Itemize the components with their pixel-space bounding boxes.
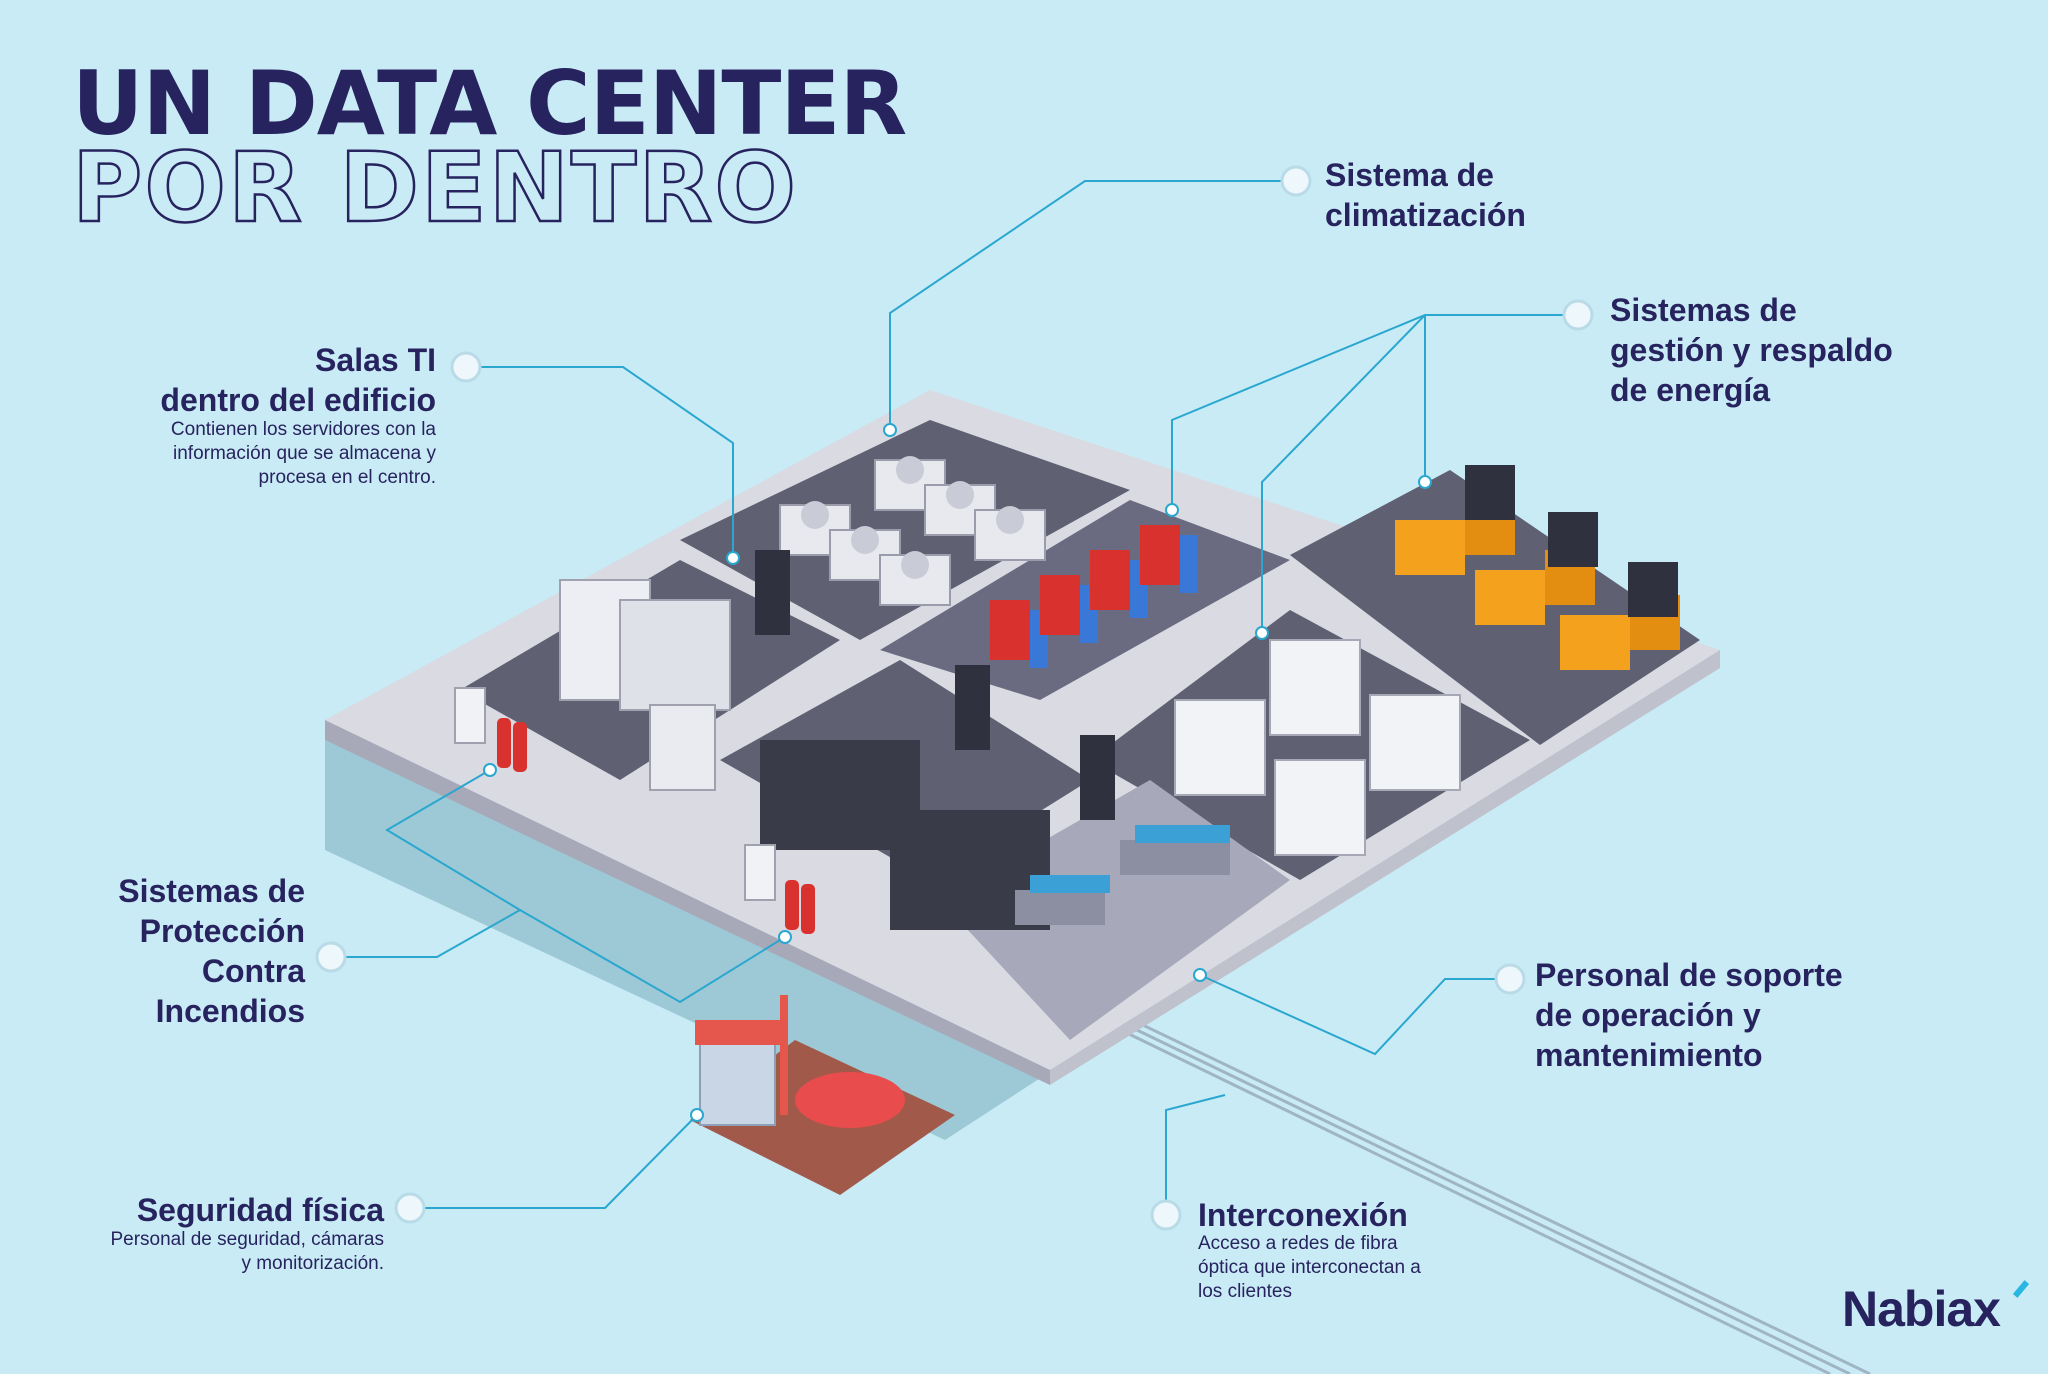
- label-line: Incendios: [155, 993, 305, 1029]
- red-car: [795, 1072, 905, 1128]
- label-line: Personal de soporte: [1535, 957, 1843, 993]
- building-wall-left: [325, 720, 1050, 1085]
- generators: [1395, 465, 1680, 670]
- label-line: Protección: [139, 913, 305, 949]
- desc-line: procesa en el centro.: [258, 467, 436, 488]
- label-line: mantenimiento: [1535, 1037, 1763, 1073]
- leader-lines: [331, 180, 1578, 1215]
- desc-line: óptica que interconectan a: [1198, 1257, 1421, 1278]
- label-personal: Personal de soporte de operación y mante…: [1535, 955, 1843, 1075]
- label-salas: Salas TI dentro del edificio: [160, 340, 436, 420]
- security-booth: [699, 1039, 776, 1126]
- page-title-line2: POR DENTRO: [71, 132, 798, 244]
- desc-line: Contienen los servidores con la: [170, 419, 436, 440]
- label-line: de energía: [1610, 372, 1771, 408]
- anchor-personal: [1494, 963, 1526, 995]
- label-climatizacion: Sistema de climatización: [1325, 155, 1526, 235]
- cooling-units: [779, 456, 1046, 606]
- label-line: Sistemas de: [118, 873, 305, 909]
- label-anchors: [315, 165, 1594, 1231]
- room-cooling: [680, 420, 1130, 640]
- ups-cabinets: [1174, 639, 1461, 856]
- label-line: gestión y respaldo: [1610, 332, 1893, 368]
- server-racks: [559, 550, 1115, 930]
- anchor-seguridad: [394, 1192, 426, 1224]
- leader-dots: [483, 423, 1432, 1122]
- fire-panels: [454, 687, 776, 901]
- logo-text: Nabiax: [1842, 1281, 2001, 1337]
- anchor-incendios: [315, 941, 347, 973]
- fiber-cables: [1099, 1014, 1871, 1374]
- label-line: dentro del edificio: [160, 382, 436, 418]
- building-wall-right: [1050, 650, 1720, 1085]
- label-line: Salas TI: [315, 342, 436, 378]
- desc-salas: Contienen los servidores con la informac…: [171, 418, 436, 490]
- desc-interconexion: Acceso a redes de fibra óptica que inter…: [1198, 1232, 1421, 1304]
- desc-line: los clientes: [1198, 1281, 1292, 1302]
- desc-line: y monitorización.: [241, 1253, 384, 1274]
- label-energia: Sistemas de gestión y respaldo de energí…: [1610, 290, 1893, 410]
- desc-line: Personal de seguridad, cámaras: [110, 1229, 384, 1250]
- nabiax-logo: Nabiax: [1842, 1280, 2030, 1338]
- label-line: Sistemas de: [1610, 292, 1797, 328]
- desc-seguridad: Personal de seguridad, cámaras y monitor…: [110, 1228, 384, 1276]
- desc-line: información que se almacena y: [173, 443, 436, 464]
- page-title-line1: UN DATA CENTER: [72, 52, 907, 155]
- label-incendios: Sistemas de Protección Contra Incendios: [118, 871, 305, 1031]
- room-ups: [1090, 610, 1530, 880]
- fire-extinguishers: [497, 718, 815, 934]
- label-line: climatización: [1325, 197, 1526, 233]
- anchor-salas: [450, 351, 482, 383]
- label-interconexion: Interconexión: [1198, 1195, 1408, 1235]
- barrier-gate: [780, 995, 788, 1115]
- anchor-energia: [1562, 299, 1594, 331]
- label-line: Seguridad física: [136, 1192, 384, 1228]
- anchor-climatizacion: [1280, 165, 1312, 197]
- label-seguridad: Seguridad física: [137, 1190, 384, 1230]
- desc-line: Acceso a redes de fibra: [1198, 1233, 1398, 1254]
- label-line: Interconexión: [1198, 1197, 1408, 1233]
- power-cabinets: [990, 525, 1198, 668]
- booth-roof: [695, 1020, 780, 1045]
- walkway: [325, 740, 1045, 1140]
- label-line: Contra: [201, 953, 305, 989]
- control-desks: [1015, 825, 1230, 925]
- label-line: Sistema de: [1325, 157, 1494, 193]
- label-line: de operación y: [1535, 997, 1761, 1033]
- anchor-interconexion: [1150, 1199, 1182, 1231]
